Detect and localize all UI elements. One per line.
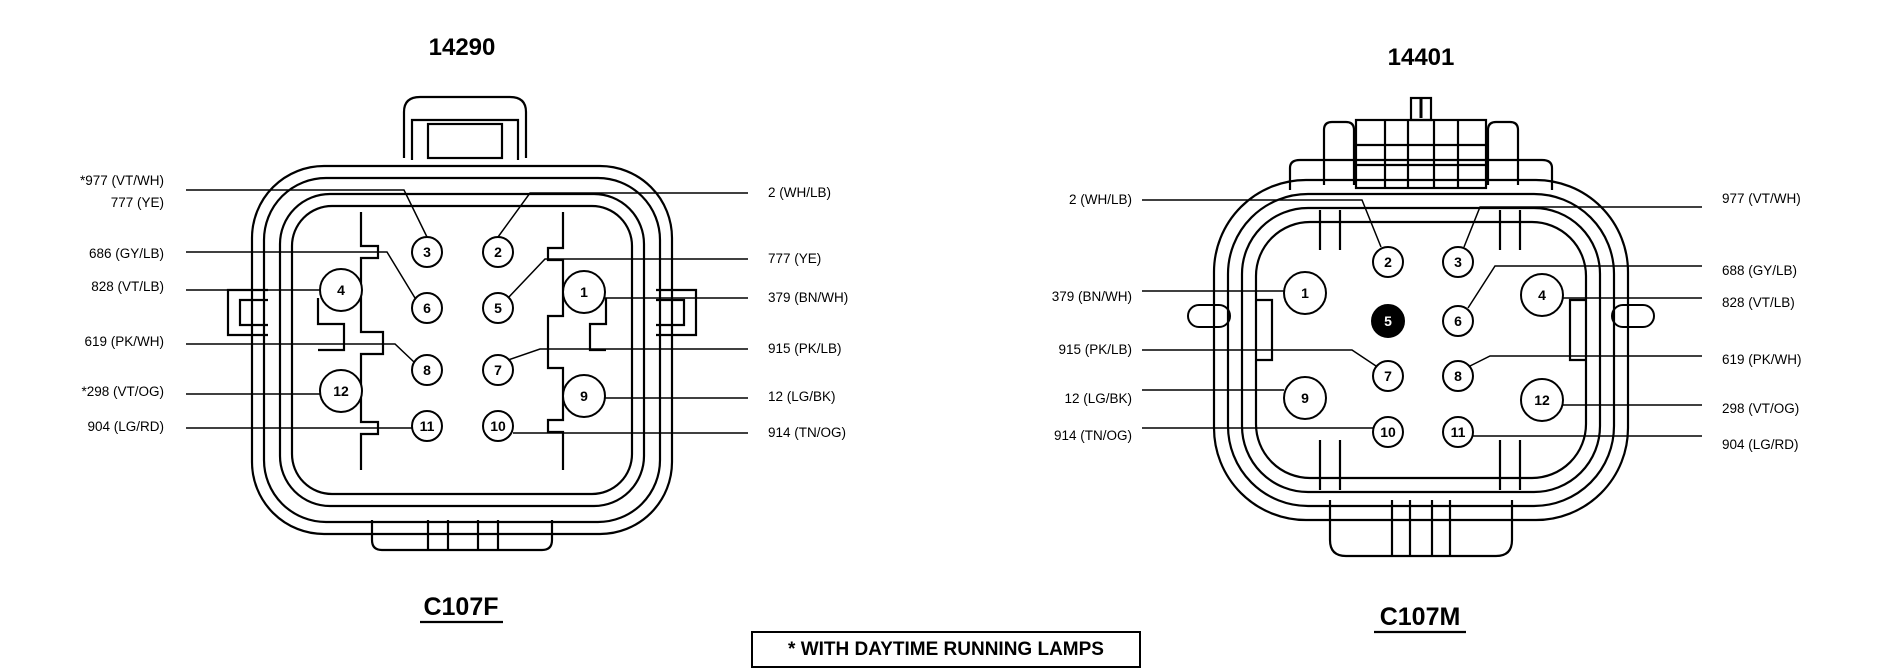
pin-10: 10: [1372, 416, 1404, 448]
pin-5: 5: [482, 292, 514, 324]
pin-11: 11: [1442, 416, 1474, 448]
wire-label: 914 (TN/OG): [768, 425, 846, 440]
svg-text:3: 3: [423, 244, 431, 260]
svg-text:4: 4: [1538, 287, 1546, 303]
pin-6: 6: [411, 292, 443, 324]
wire-label: 619 (PK/WH): [84, 334, 164, 349]
pin-9: 9: [562, 374, 606, 418]
wire-label: 298 (VT/OG): [1722, 401, 1799, 416]
svg-text:1: 1: [1301, 285, 1309, 301]
connector-name-c107f: C107F: [423, 593, 498, 621]
svg-text:5: 5: [494, 300, 502, 316]
latch-housing: [1288, 96, 1554, 190]
connector-name-c107m: C107M: [1380, 603, 1461, 631]
pin-11: 11: [411, 410, 443, 442]
pin-3: 3: [1442, 246, 1474, 278]
part-number-14401: 14401: [1388, 44, 1455, 71]
wire-label: 915 (PK/LB): [1058, 342, 1132, 357]
wire-label: *298 (VT/OG): [81, 384, 164, 399]
svg-text:2: 2: [1384, 254, 1392, 270]
svg-text:1: 1: [580, 284, 588, 300]
wire-label: 686 (GY/LB): [89, 246, 164, 261]
wire-label: 2 (WH/LB): [768, 185, 831, 200]
svg-text:3: 3: [1454, 254, 1462, 270]
svg-text:9: 9: [580, 388, 588, 404]
wire-label: 777 (YE): [111, 195, 164, 210]
pin-6: 6: [1442, 305, 1474, 337]
svg-text:11: 11: [420, 418, 435, 434]
svg-text:5: 5: [1384, 313, 1392, 329]
wire-label: 379 (BN/WH): [768, 290, 848, 305]
pin-4: 4: [1520, 273, 1564, 317]
pin-10: 10: [482, 410, 514, 442]
svg-text:9: 9: [1301, 390, 1309, 406]
bottom-tabs: [1328, 500, 1514, 558]
pin-7: 7: [482, 354, 514, 386]
wire-label: 777 (YE): [768, 251, 821, 266]
svg-text:10: 10: [1380, 424, 1396, 440]
pin-2: 2: [482, 236, 514, 268]
note-text: * WITH DAYTIME RUNNING LAMPS: [788, 638, 1104, 660]
wire-label: 688 (GY/LB): [1722, 263, 1797, 278]
wire-label: 12 (LG/BK): [1064, 391, 1132, 406]
latch-tab: [402, 95, 528, 160]
svg-text:10: 10: [490, 418, 506, 434]
wire-label: 904 (LG/RD): [87, 419, 164, 434]
connector-c107f: 14290 3 2 4 1 6 5 8: [80, 34, 848, 624]
svg-text:11: 11: [1451, 424, 1466, 440]
pin-5-blocked: 5: [1371, 304, 1405, 338]
legend-note: * WITH DAYTIME RUNNING LAMPS: [751, 631, 1141, 668]
pin-12: 12: [1520, 378, 1564, 422]
wire-label: 904 (LG/RD): [1722, 437, 1799, 452]
connector-c107m: 14401 2 3 1: [1052, 44, 1802, 634]
pin-8: 8: [411, 354, 443, 386]
wire-label: *977 (VT/WH): [80, 173, 164, 188]
wire-label: 379 (BN/WH): [1052, 289, 1132, 304]
svg-text:8: 8: [1454, 368, 1462, 384]
pin-4: 4: [319, 268, 363, 312]
svg-text:7: 7: [494, 362, 502, 378]
svg-text:12: 12: [333, 383, 349, 399]
part-number-14290: 14290: [429, 34, 496, 61]
svg-text:6: 6: [423, 300, 431, 316]
wire-label: 12 (LG/BK): [768, 389, 836, 404]
wire-label: 828 (VT/LB): [1722, 295, 1795, 310]
svg-text:2: 2: [494, 244, 502, 260]
wire-label: 619 (PK/WH): [1722, 352, 1802, 367]
wire-label: 2 (WH/LB): [1069, 192, 1132, 207]
svg-text:12: 12: [1534, 392, 1550, 408]
pin-2: 2: [1372, 246, 1404, 278]
svg-text:7: 7: [1384, 368, 1392, 384]
wire-label: 914 (TN/OG): [1054, 428, 1132, 443]
svg-text:4: 4: [337, 282, 345, 298]
pin-12: 12: [319, 369, 363, 413]
svg-text:8: 8: [423, 362, 431, 378]
wire-label: 915 (PK/LB): [768, 341, 842, 356]
svg-text:6: 6: [1454, 313, 1462, 329]
pin-9: 9: [1283, 376, 1327, 420]
pin-8: 8: [1442, 360, 1474, 392]
wire-label: 977 (VT/WH): [1722, 191, 1801, 206]
pin-3: 3: [411, 236, 443, 268]
pin-1: 1: [562, 270, 606, 314]
pin-1: 1: [1283, 271, 1327, 315]
wire-label: 828 (VT/LB): [91, 279, 164, 294]
pin-7: 7: [1372, 360, 1404, 392]
